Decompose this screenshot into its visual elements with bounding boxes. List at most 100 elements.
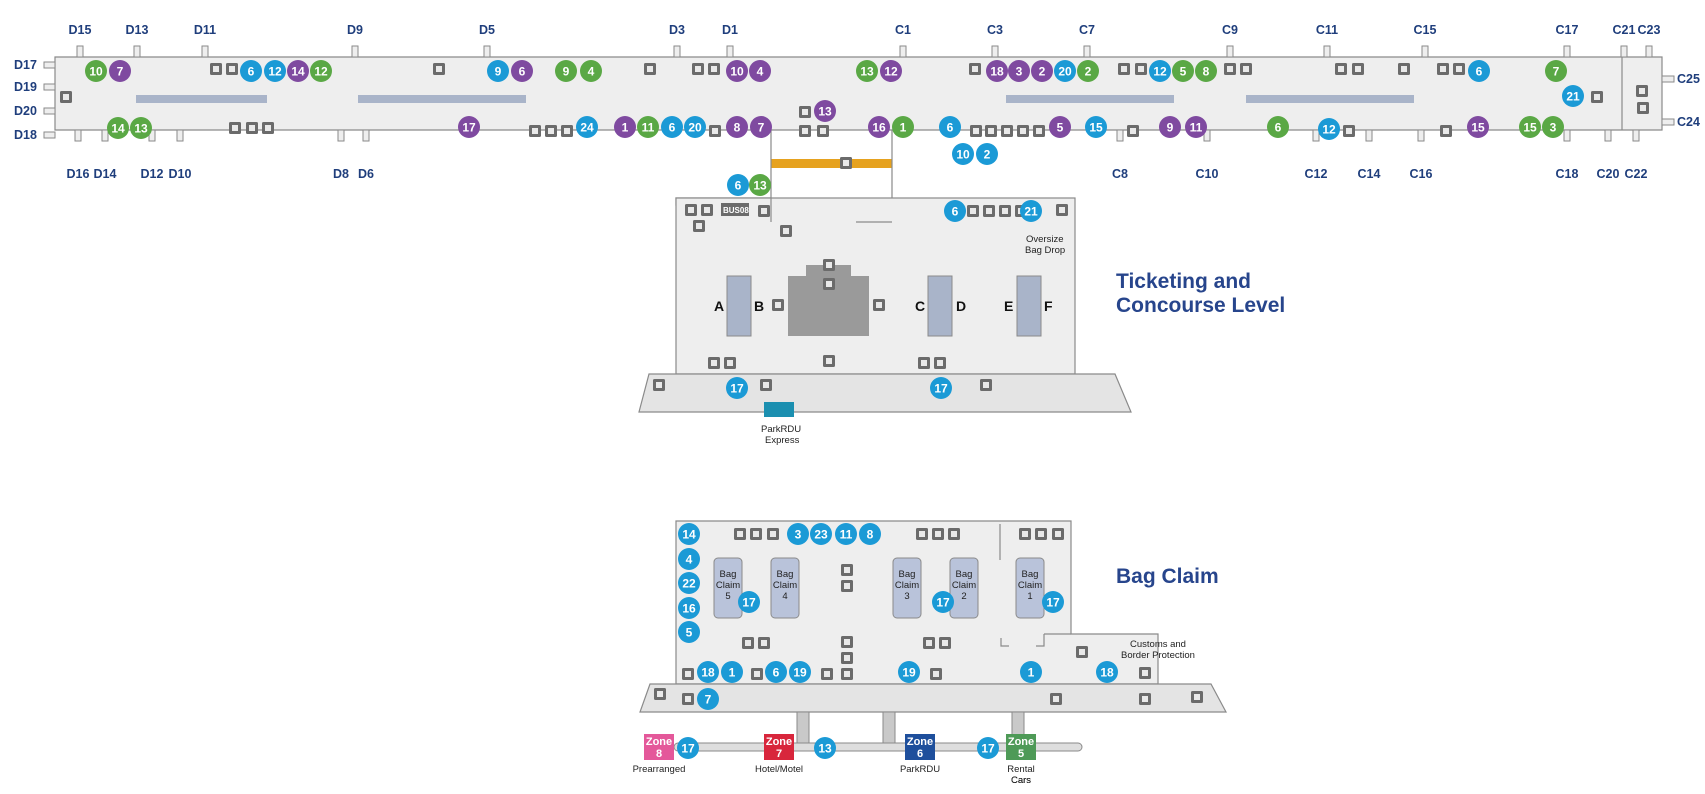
badge-circle bbox=[952, 143, 974, 165]
concourse-badge[interactable]: 20 bbox=[1054, 60, 1076, 82]
bag-claim-badge[interactable]: 4 bbox=[678, 548, 700, 570]
bag-claim-badge[interactable]: 19 bbox=[898, 661, 920, 683]
concourse-badge[interactable]: 1 bbox=[892, 116, 914, 138]
concourse-badge[interactable]: 14 bbox=[287, 60, 309, 82]
concourse-badge[interactable]: 4 bbox=[749, 60, 771, 82]
bag-claim-badge[interactable]: 17 bbox=[738, 591, 760, 613]
concourse-badge[interactable]: 4 bbox=[580, 60, 602, 82]
concourse-badge[interactable]: 10 bbox=[726, 60, 748, 82]
concourse-badge[interactable]: 12 bbox=[1149, 60, 1171, 82]
badge-number: 7 bbox=[1553, 64, 1560, 78]
concourse-badge[interactable]: 12 bbox=[310, 60, 332, 82]
bag-claim-badge[interactable]: 13 bbox=[814, 737, 836, 759]
concourse-badge[interactable]: 9 bbox=[1159, 116, 1181, 138]
concourse-badge[interactable]: 12 bbox=[880, 60, 902, 82]
ticketing-badge[interactable]: 17 bbox=[930, 377, 952, 399]
concourse-badge[interactable]: 6 bbox=[661, 116, 683, 138]
concourse-badge[interactable]: 11 bbox=[1185, 116, 1207, 138]
concourse-badge[interactable]: 21 bbox=[1562, 85, 1584, 107]
concourse-badge[interactable]: 6 bbox=[1267, 116, 1289, 138]
concourse-badge[interactable]: 16 bbox=[868, 116, 890, 138]
concourse-badge[interactable]: 5 bbox=[1172, 60, 1194, 82]
bag-claim-badge[interactable]: 18 bbox=[697, 661, 719, 683]
concourse-badge[interactable]: 2 bbox=[976, 143, 998, 165]
bag-claim-badge[interactable]: 14 bbox=[678, 523, 700, 545]
ticket-counter bbox=[927, 275, 953, 337]
bag-claim-badge[interactable]: 23 bbox=[810, 523, 832, 545]
concourse-badge[interactable]: 6 bbox=[1468, 60, 1490, 82]
concourse-badge[interactable]: 1 bbox=[614, 116, 636, 138]
concourse-badge[interactable]: 15 bbox=[1085, 116, 1107, 138]
badge-number: 2 bbox=[1085, 64, 1092, 78]
concourse-badge[interactable]: 3 bbox=[1008, 60, 1030, 82]
bag-claim-badge[interactable]: 11 bbox=[835, 523, 857, 545]
bag-claim-label: Claim bbox=[1018, 580, 1042, 591]
amenity-icon bbox=[724, 357, 736, 369]
badge-number: 19 bbox=[902, 665, 916, 679]
concourse-badge[interactable]: 18 bbox=[986, 60, 1008, 82]
ticketing-badge[interactable]: 17 bbox=[726, 377, 748, 399]
concourse-badge[interactable]: 12 bbox=[1318, 118, 1340, 140]
concourse-badge[interactable]: 15 bbox=[1519, 116, 1541, 138]
ticketing-badge[interactable]: 21 bbox=[1020, 200, 1042, 222]
concourse-badge[interactable]: 6 bbox=[240, 60, 262, 82]
bag-claim-badge[interactable]: 1 bbox=[1020, 661, 1042, 683]
concourse-badge[interactable]: 2 bbox=[1077, 60, 1099, 82]
concourse-badge[interactable]: 7 bbox=[1545, 60, 1567, 82]
concourse-badge[interactable]: 14 bbox=[107, 117, 129, 139]
bag-claim-badge[interactable]: 7 bbox=[697, 688, 719, 710]
concourse-badge[interactable]: 10 bbox=[85, 60, 107, 82]
bag-claim-badge[interactable]: 17 bbox=[677, 737, 699, 759]
bag-claim-badge[interactable]: 17 bbox=[932, 591, 954, 613]
bag-claim-badge[interactable]: 22 bbox=[678, 572, 700, 594]
concourse-badge[interactable]: 6 bbox=[511, 60, 533, 82]
badge-number: 11 bbox=[642, 120, 655, 134]
concourse-badge[interactable]: 6 bbox=[727, 174, 749, 196]
badge-circle bbox=[678, 572, 700, 594]
amenity-icon bbox=[1440, 125, 1452, 137]
concourse-badge[interactable]: 7 bbox=[750, 116, 772, 138]
concourse-badge[interactable]: 13 bbox=[130, 117, 152, 139]
concourse-badge[interactable]: 9 bbox=[487, 60, 509, 82]
bag-claim-badge[interactable]: 6 bbox=[765, 661, 787, 683]
badge-circle bbox=[1096, 661, 1118, 683]
concourse-badge[interactable]: 13 bbox=[749, 174, 771, 196]
concourse-badge[interactable]: 24 bbox=[576, 116, 598, 138]
concourse-badge[interactable]: 17 bbox=[458, 116, 480, 138]
concourse-badge[interactable]: 7 bbox=[109, 60, 131, 82]
amenity-icon bbox=[685, 204, 697, 216]
concourse-badge[interactable]: 9 bbox=[555, 60, 577, 82]
ticketing-badge[interactable]: 6 bbox=[944, 200, 966, 222]
badge-number: 18 bbox=[701, 665, 715, 679]
bag-claim-badge[interactable]: 17 bbox=[977, 737, 999, 759]
concourse-badge[interactable]: 3 bbox=[1542, 116, 1564, 138]
bag-claim-badge[interactable]: 16 bbox=[678, 597, 700, 619]
concourse-badge[interactable]: 12 bbox=[264, 60, 286, 82]
bag-claim-badge[interactable]: 3 bbox=[787, 523, 809, 545]
bag-claim-badge[interactable]: 18 bbox=[1096, 661, 1118, 683]
gate-label: C14 bbox=[1358, 167, 1381, 181]
bag-claim-badge[interactable]: 17 bbox=[1042, 591, 1064, 613]
concourse-badge[interactable]: 15 bbox=[1467, 116, 1489, 138]
concourse-badge[interactable]: 20 bbox=[684, 116, 706, 138]
concourse-badge[interactable]: 13 bbox=[814, 100, 836, 122]
badge-number: 17 bbox=[936, 595, 950, 609]
badge-number: 7 bbox=[117, 64, 124, 78]
concourse-badge[interactable]: 5 bbox=[1049, 116, 1071, 138]
concourse-badge[interactable]: 11 bbox=[637, 116, 659, 138]
concourse-badge[interactable]: 6 bbox=[939, 116, 961, 138]
bag-claim-badge[interactable]: 1 bbox=[721, 661, 743, 683]
concourse-badge[interactable]: 10 bbox=[952, 143, 974, 165]
concourse-badge[interactable]: 8 bbox=[1195, 60, 1217, 82]
concourse-badge[interactable]: 8 bbox=[726, 116, 748, 138]
bag-claim-badge[interactable]: 19 bbox=[789, 661, 811, 683]
bag-claim-badge[interactable]: 8 bbox=[859, 523, 881, 545]
concourse-badge[interactable]: 13 bbox=[856, 60, 878, 82]
concourse-badge[interactable]: 2 bbox=[1031, 60, 1053, 82]
bag-claim-badge[interactable]: 5 bbox=[678, 621, 700, 643]
badge-number: 12 bbox=[268, 64, 282, 78]
